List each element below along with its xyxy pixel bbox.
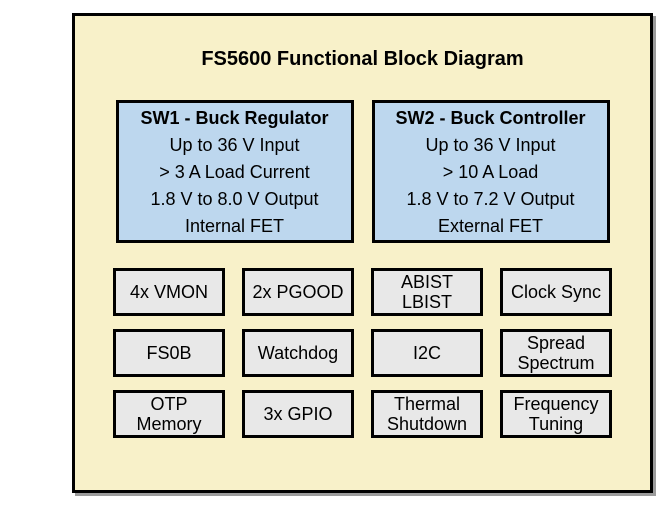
feature-block-i2c: I2C	[371, 329, 483, 377]
feature-block-clock-sync: Clock Sync	[500, 268, 612, 316]
feature-block-watchdog: Watchdog	[242, 329, 354, 377]
feature-blocks-grid: 4x VMON 2x PGOOD ABIST LBIST Clock Sync …	[75, 268, 650, 438]
sw2-spec-output: 1.8 V to 7.2 V Output	[406, 189, 575, 209]
feature-block-abist-lbist: ABIST LBIST	[371, 268, 483, 316]
sw1-spec-input: Up to 36 V Input	[169, 135, 300, 155]
sw1-heading: SW1 - Buck Regulator	[140, 108, 329, 128]
sw2-spec-load: > 10 A Load	[442, 162, 539, 182]
block-sw2-buck-controller: SW2 - Buck Controller Up to 36 V Input >…	[371, 100, 610, 243]
sw1-spec-load: > 3 A Load Current	[159, 162, 310, 182]
feature-block-otp-memory: OTP Memory	[113, 390, 225, 438]
feature-block-vmon: 4x VMON	[113, 268, 225, 316]
block-sw1-buck-regulator: SW1 - Buck Regulator Up to 36 V Input > …	[115, 100, 354, 243]
feature-block-thermal-shutdown: Thermal Shutdown	[371, 390, 483, 438]
feature-block-fs0b: FS0B	[113, 329, 225, 377]
diagram-title: FS5600 Functional Block Diagram	[201, 48, 524, 70]
sw1-spec-output: 1.8 V to 8.0 V Output	[150, 189, 319, 209]
feature-block-pgood: 2x PGOOD	[242, 268, 354, 316]
regulator-blocks-row: SW1 - Buck Regulator Up to 36 V Input > …	[75, 100, 650, 243]
sw2-spec-input: Up to 36 V Input	[425, 135, 556, 155]
diagram-frame: FS5600 Functional Block Diagram SW1 - Bu…	[72, 13, 653, 493]
feature-block-spread-spectrum: Spread Spectrum	[500, 329, 612, 377]
sw2-spec-fet: External FET	[437, 216, 544, 236]
feature-block-frequency-tuning: Frequency Tuning	[500, 390, 612, 438]
sw2-heading: SW2 - Buck Controller	[395, 108, 586, 128]
feature-block-gpio: 3x GPIO	[242, 390, 354, 438]
sw1-spec-fet: Internal FET	[184, 216, 285, 236]
